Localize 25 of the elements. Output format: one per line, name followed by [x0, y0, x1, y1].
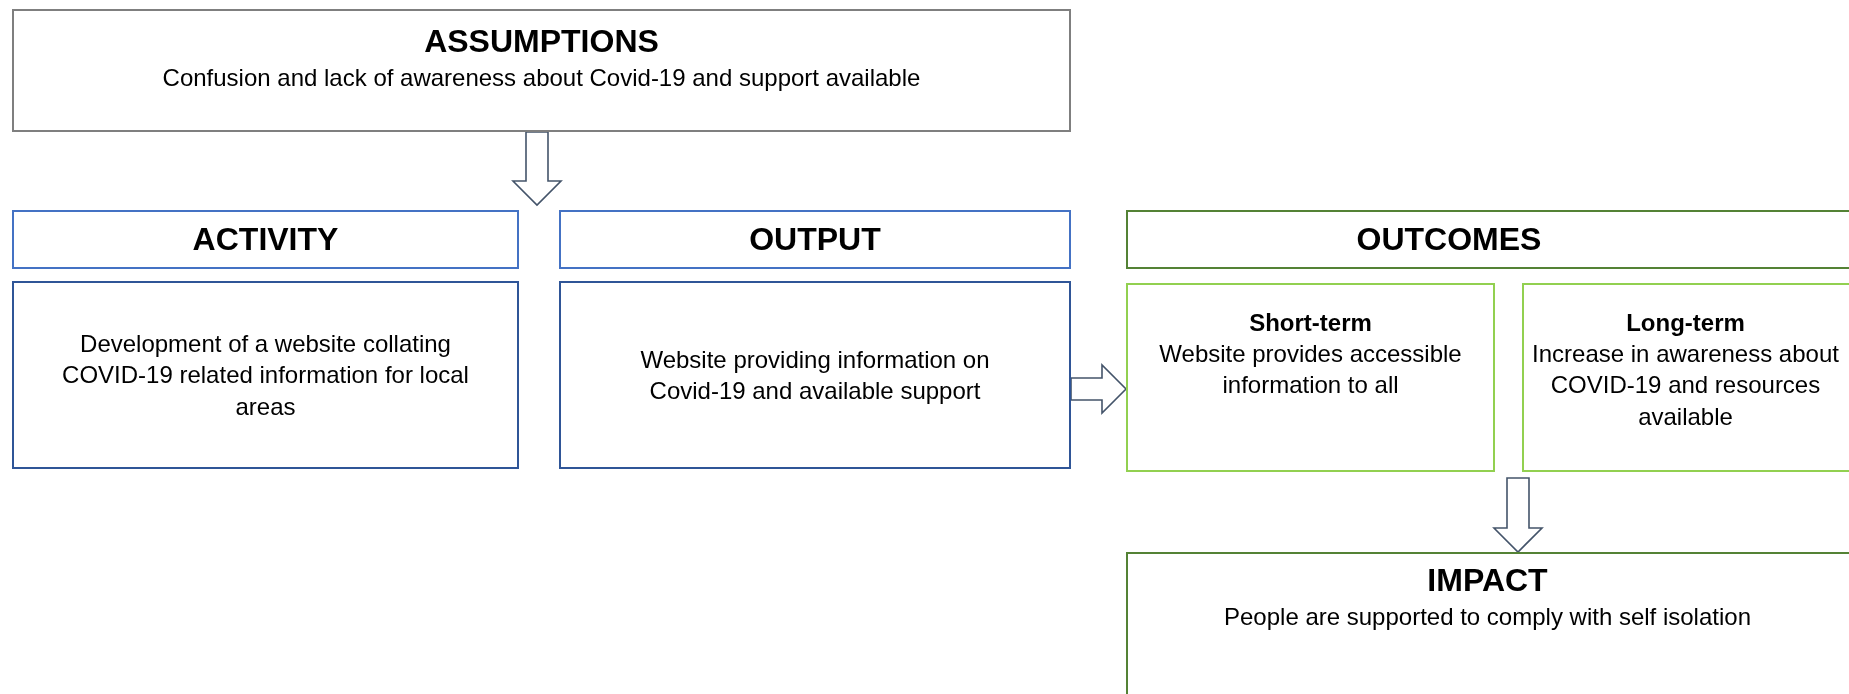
block-arrow [1070, 363, 1128, 415]
term-text: Website provides accessible information to all [1158, 339, 1463, 401]
section-box [1126, 552, 1849, 694]
column-heading: OUTCOMES [1356, 219, 1542, 259]
section-text: People are supported to comply with self isolation [1224, 601, 1751, 632]
term-heading: Long-term [1626, 308, 1745, 338]
heading-box [12, 210, 519, 269]
content-box [559, 281, 1071, 469]
heading-box [1126, 210, 1849, 269]
box-text: Development of a website collating COVID-19 related information for local areas [61, 329, 470, 422]
term-heading: Short-term [1249, 308, 1372, 338]
section-text: Confusion and lack of awareness about Covid-19 and support available [162, 62, 921, 93]
box-text: Website providing information on Covid-19 and available support [639, 344, 991, 406]
block-arrow [511, 131, 563, 207]
section-box [12, 9, 1071, 132]
column-heading: ACTIVITY [192, 219, 339, 259]
content-box [12, 281, 519, 469]
heading-box [559, 210, 1071, 269]
section-title: ASSUMPTIONS [424, 25, 659, 59]
section-title: IMPACT [1427, 564, 1548, 598]
term-text: Increase in awareness about COVID-19 and resources available [1532, 339, 1839, 432]
block-arrow [1492, 477, 1544, 554]
column-heading: OUTPUT [749, 219, 881, 259]
outcome-box [1126, 283, 1495, 472]
outcome-box [1522, 283, 1849, 472]
